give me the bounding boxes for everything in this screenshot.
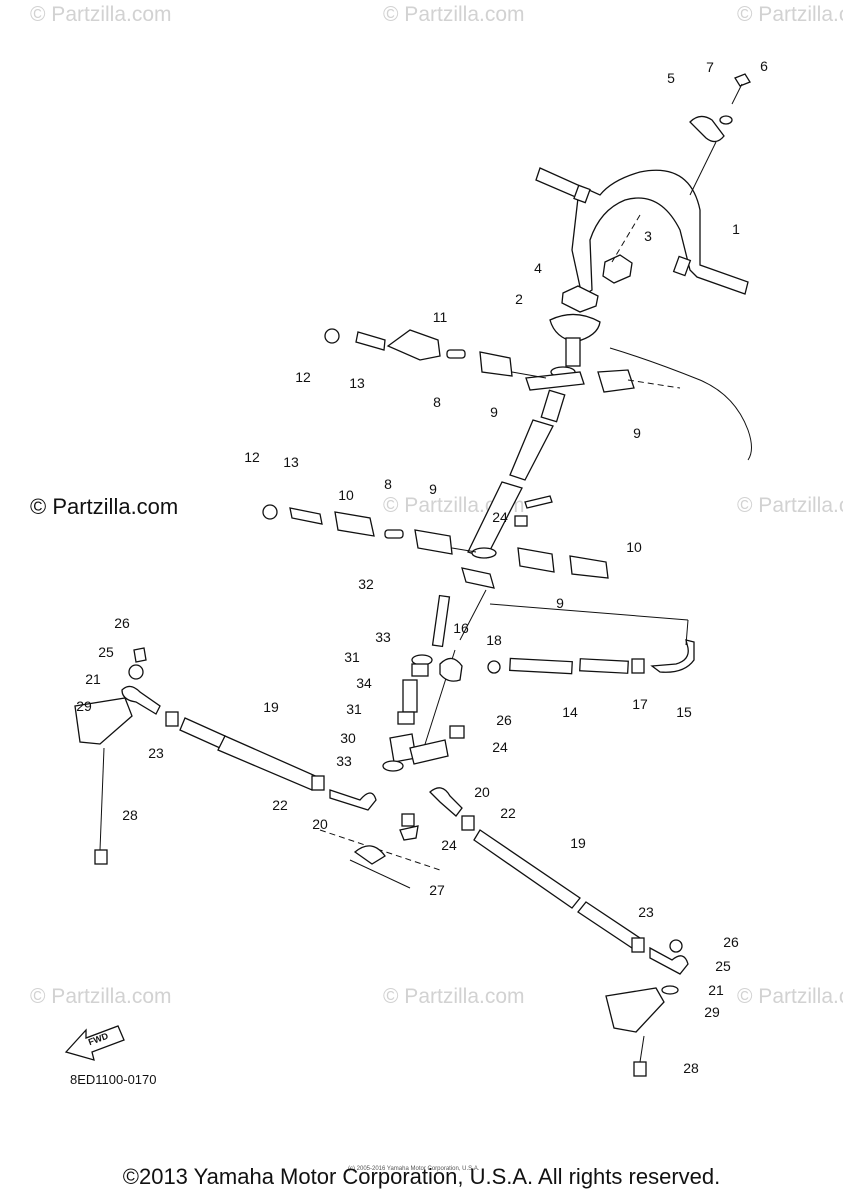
callout-label: 9 bbox=[490, 404, 498, 420]
fwd-arrow-icon bbox=[64, 1025, 125, 1061]
callout-label: 15 bbox=[676, 704, 692, 720]
handlebar-holder-upper bbox=[602, 254, 633, 284]
callout-label: 10 bbox=[338, 487, 354, 503]
callout-label: 26 bbox=[496, 712, 512, 728]
callout-label: 22 bbox=[272, 797, 288, 813]
callout-label: 14 bbox=[562, 704, 578, 720]
callout-label: 17 bbox=[632, 696, 648, 712]
callout-label: 34 bbox=[356, 675, 372, 691]
watermark-dark: © Partzilla.com bbox=[30, 494, 179, 519]
callout-label: 24 bbox=[441, 837, 457, 853]
callout-label: 9 bbox=[556, 595, 564, 611]
callout-label: 25 bbox=[715, 958, 731, 974]
watermark: © Partzilla.com bbox=[383, 3, 525, 26]
callout-label: 6 bbox=[760, 58, 768, 74]
callout-label: 23 bbox=[148, 745, 164, 761]
callout-label: 18 bbox=[486, 632, 502, 648]
callout-label: 12 bbox=[244, 449, 260, 465]
callout-label: 20 bbox=[312, 816, 328, 832]
callout-label: 13 bbox=[283, 454, 299, 470]
callout-label: 31 bbox=[346, 701, 362, 717]
callout-label: 1 bbox=[732, 221, 740, 237]
callout-label: 28 bbox=[122, 807, 138, 823]
callout-label: 23 bbox=[638, 904, 654, 920]
callout-label: 33 bbox=[336, 753, 352, 769]
callout-label: 9 bbox=[429, 481, 437, 497]
watermark: © Partzilla.com bbox=[737, 3, 843, 26]
callout-label: 8 bbox=[384, 476, 392, 492]
copyright-footer: ©2013 Yamaha Motor Corporation, U.S.A. A… bbox=[122, 1164, 721, 1189]
callout-label: 13 bbox=[349, 375, 365, 391]
callout-label: 2 bbox=[515, 291, 523, 307]
callout-label: 32 bbox=[358, 576, 374, 592]
callout-label: 7 bbox=[706, 59, 714, 75]
callout-label: 33 bbox=[375, 629, 391, 645]
callout-label: 4 bbox=[534, 260, 542, 276]
callout-label: 30 bbox=[340, 730, 356, 746]
callout-label: 16 bbox=[453, 620, 469, 636]
callout-label: 31 bbox=[344, 649, 360, 665]
watermark: © Partzilla.com bbox=[737, 985, 843, 1008]
callout-label: 26 bbox=[114, 615, 130, 631]
callout-label: 12 bbox=[295, 369, 311, 385]
callout-label: 22 bbox=[500, 805, 516, 821]
callout-label: 29 bbox=[704, 1004, 720, 1020]
callout-label: 10 bbox=[626, 539, 642, 555]
callout-label: 26 bbox=[723, 934, 739, 950]
callout-label: 29 bbox=[76, 698, 92, 714]
callout-label: 5 bbox=[667, 70, 675, 86]
callout-label: 25 bbox=[98, 644, 114, 660]
watermark: © Partzilla.com bbox=[30, 3, 172, 26]
callout-label: 8 bbox=[433, 394, 441, 410]
handlebar-holder-lower bbox=[561, 285, 599, 313]
callout-label: 27 bbox=[429, 882, 445, 898]
callout-label: 28 bbox=[683, 1060, 699, 1076]
callout-label: 24 bbox=[492, 739, 508, 755]
callout-label: 19 bbox=[570, 835, 586, 851]
bolt bbox=[734, 73, 751, 87]
callout-label: 21 bbox=[708, 982, 724, 998]
handlebar bbox=[535, 167, 749, 298]
watermark: © Partzilla.com bbox=[383, 985, 525, 1008]
tiny-credit: (c) 2005-2016 Yamaha Motor Corporation, … bbox=[348, 1166, 480, 1172]
callout-label: 21 bbox=[85, 671, 101, 687]
watermark: © Partzilla.com bbox=[737, 494, 843, 517]
steering-column bbox=[419, 313, 601, 761]
callout-label: 19 bbox=[263, 699, 279, 715]
callout-label: 9 bbox=[633, 425, 641, 441]
callout-label: 24 bbox=[492, 509, 508, 525]
watermark: © Partzilla.com bbox=[30, 985, 172, 1008]
callout-label: 11 bbox=[432, 309, 448, 325]
diagram-code: 8ED1100-0170 bbox=[70, 1072, 157, 1087]
callout-label: 20 bbox=[474, 784, 490, 800]
callout-label: 3 bbox=[644, 228, 652, 244]
